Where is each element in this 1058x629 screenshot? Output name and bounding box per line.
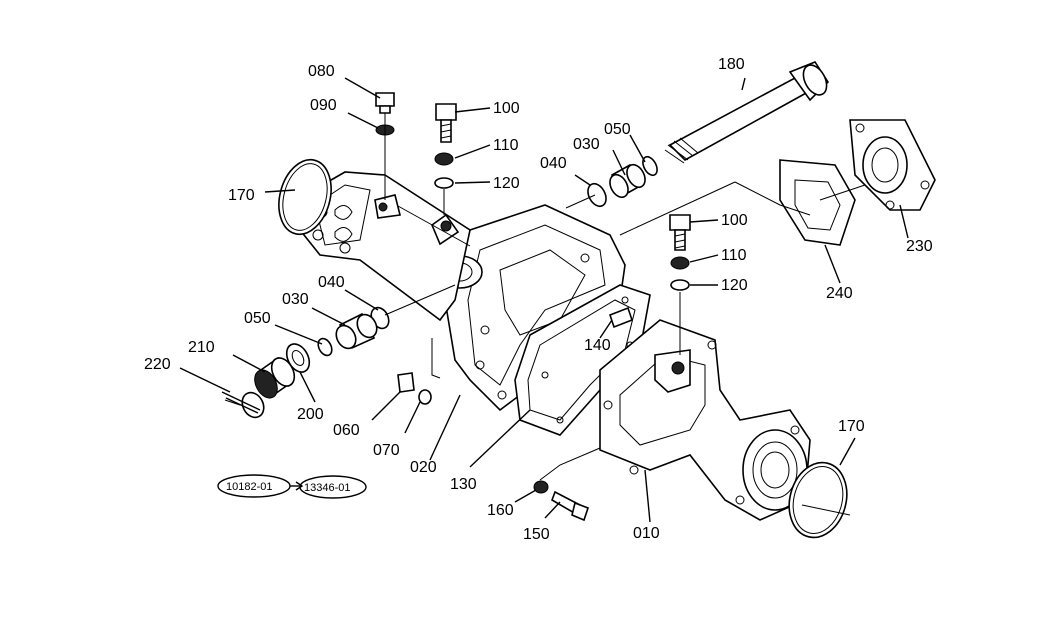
label-060: 060 (333, 422, 360, 439)
nut-110-right (670, 256, 690, 270)
ring-050-top (642, 155, 658, 177)
label-050-left: 050 (244, 310, 271, 327)
bolt-150 (551, 490, 590, 522)
bearing-030-top (609, 163, 646, 199)
label-130: 130 (450, 476, 477, 493)
label-080: 080 (308, 63, 335, 80)
ref-left: 10182-01 (226, 481, 273, 493)
bearing-030-left (335, 312, 378, 350)
axle-housing-010 (599, 319, 811, 521)
label-070: 070 (373, 442, 400, 459)
label-240: 240 (826, 285, 853, 302)
castle-nut-210 (254, 356, 296, 399)
plug-080 (375, 92, 395, 114)
label-030-top: 030 (573, 136, 600, 153)
ring-040-top (587, 182, 607, 208)
label-010: 010 (633, 525, 660, 542)
side-arm-housing (299, 171, 471, 322)
label-230: 230 (906, 238, 933, 255)
label-040-top: 040 (540, 155, 567, 172)
nut-110-top (434, 152, 454, 166)
label-020: 020 (410, 459, 437, 476)
label-090: 090 (310, 97, 337, 114)
label-160: 160 (487, 502, 514, 519)
label-220: 220 (144, 356, 171, 373)
o-ring-170-right (788, 461, 848, 539)
washer-160 (533, 480, 549, 494)
label-200: 200 (297, 406, 324, 423)
washer-120-top (434, 177, 454, 189)
ref-right: 13346-01 (304, 482, 351, 494)
label-110-top: 110 (493, 137, 519, 154)
label-030-left: 030 (282, 291, 309, 308)
bolt-100-right (669, 214, 691, 251)
label-150: 150 (523, 526, 550, 543)
label-040-left: 040 (318, 274, 345, 291)
cotter-pin-220 (221, 391, 265, 419)
label-120-right: 120 (721, 277, 748, 294)
leader-lines (179, 77, 909, 523)
washer-070 (418, 389, 432, 405)
washer-120-right (670, 279, 690, 291)
label-110-right: 110 (721, 247, 747, 264)
ring-050-left (317, 337, 333, 357)
label-100-right: 100 (721, 212, 748, 229)
label-100-top: 100 (493, 100, 520, 117)
cover-230 (849, 119, 936, 211)
bolt-100-top (435, 103, 457, 143)
reference-tag: 10182-01 13346-01 (217, 474, 367, 499)
label-210: 210 (188, 339, 215, 356)
label-180: 180 (718, 56, 745, 73)
label-170-right: 170 (838, 418, 865, 435)
label-170-left: 170 (228, 187, 255, 204)
label-120-top: 120 (493, 175, 520, 192)
plug-060 (397, 372, 415, 393)
assembly-lines (224, 113, 866, 516)
label-140: 140 (584, 337, 611, 354)
pin-140 (609, 306, 633, 329)
label-050-top: 050 (604, 121, 631, 138)
part-labels: 080 090 100 110 120 170 180 050 030 040 … (144, 56, 933, 543)
shaft-180 (664, 61, 830, 164)
gasket-240 (779, 159, 856, 246)
